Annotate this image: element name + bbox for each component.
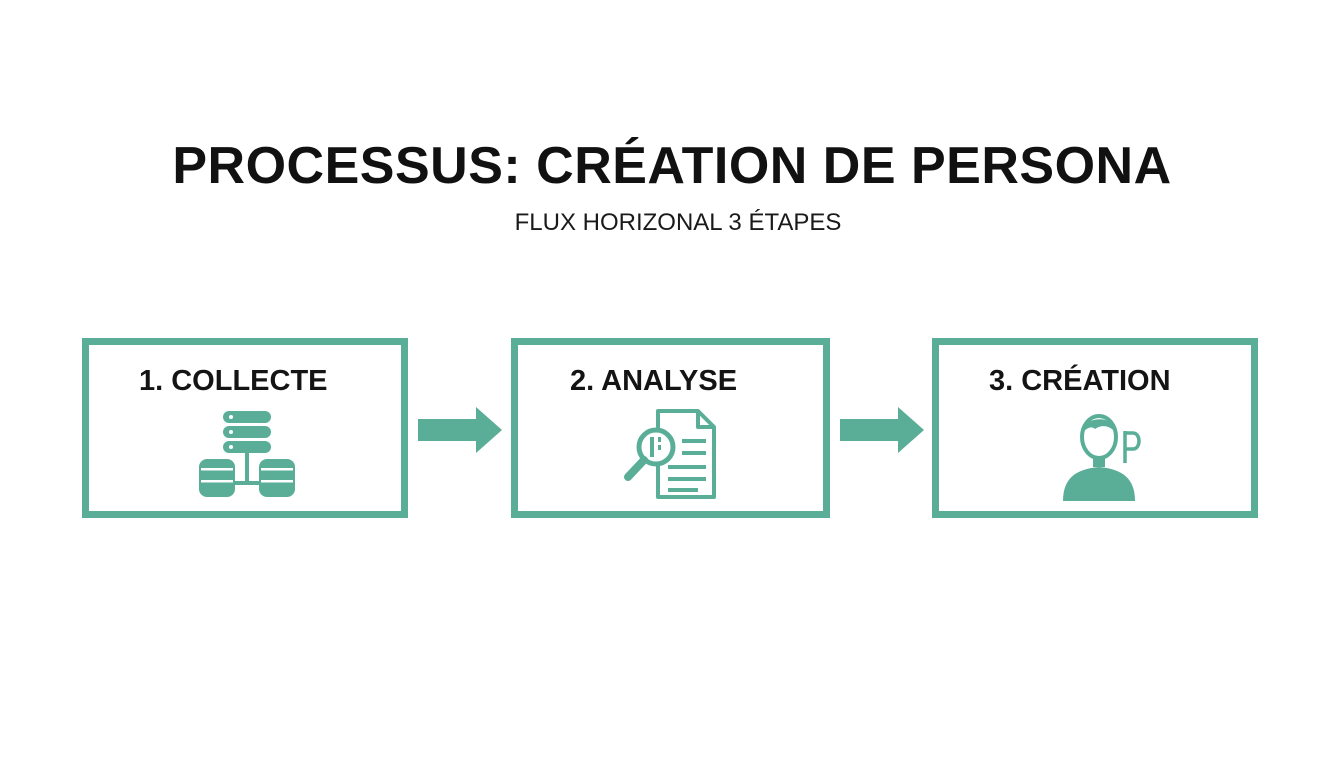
step-label: 1. COLLECTE [139,365,328,397]
step-box-analyse: 2. ANALYSE [511,338,830,518]
arrow-right-icon [840,407,924,453]
document-magnifier-icon [624,409,716,499]
step-box-collecte: 1. COLLECTE [82,338,408,518]
person-icon [1063,414,1141,501]
arrow-right-icon [418,407,502,453]
diagram-subtitle: FLUX HORIZONAL 3 ÉTAPES [514,209,842,236]
step-label: 3. CRÉATION [989,365,1171,397]
step-box-creation: 3. CRÉATION [932,338,1258,518]
diagram-title: PROCESSUS: CRÉATION DE PERSONA [172,137,1172,195]
database-icon [199,411,295,497]
step-label: 2. ANALYSE [570,365,738,397]
